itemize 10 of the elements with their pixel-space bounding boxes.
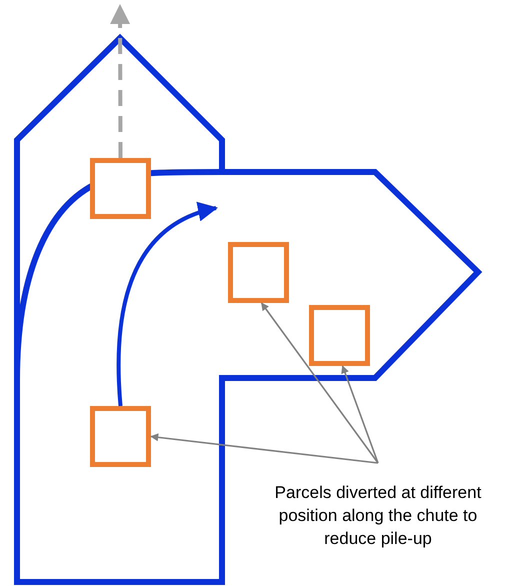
arrow [110, 4, 130, 158]
note-text: Parcels diverted at different position along the chute to reduce pile-up [253, 481, 503, 550]
leader-line [150, 433, 378, 464]
parcel-box [90, 158, 151, 219]
leader-line [260, 302, 379, 464]
arrow [116, 203, 218, 406]
parcel-box [90, 406, 151, 467]
leader-line [341, 365, 379, 464]
parcel-box [228, 242, 289, 303]
parcel-box [309, 305, 370, 366]
